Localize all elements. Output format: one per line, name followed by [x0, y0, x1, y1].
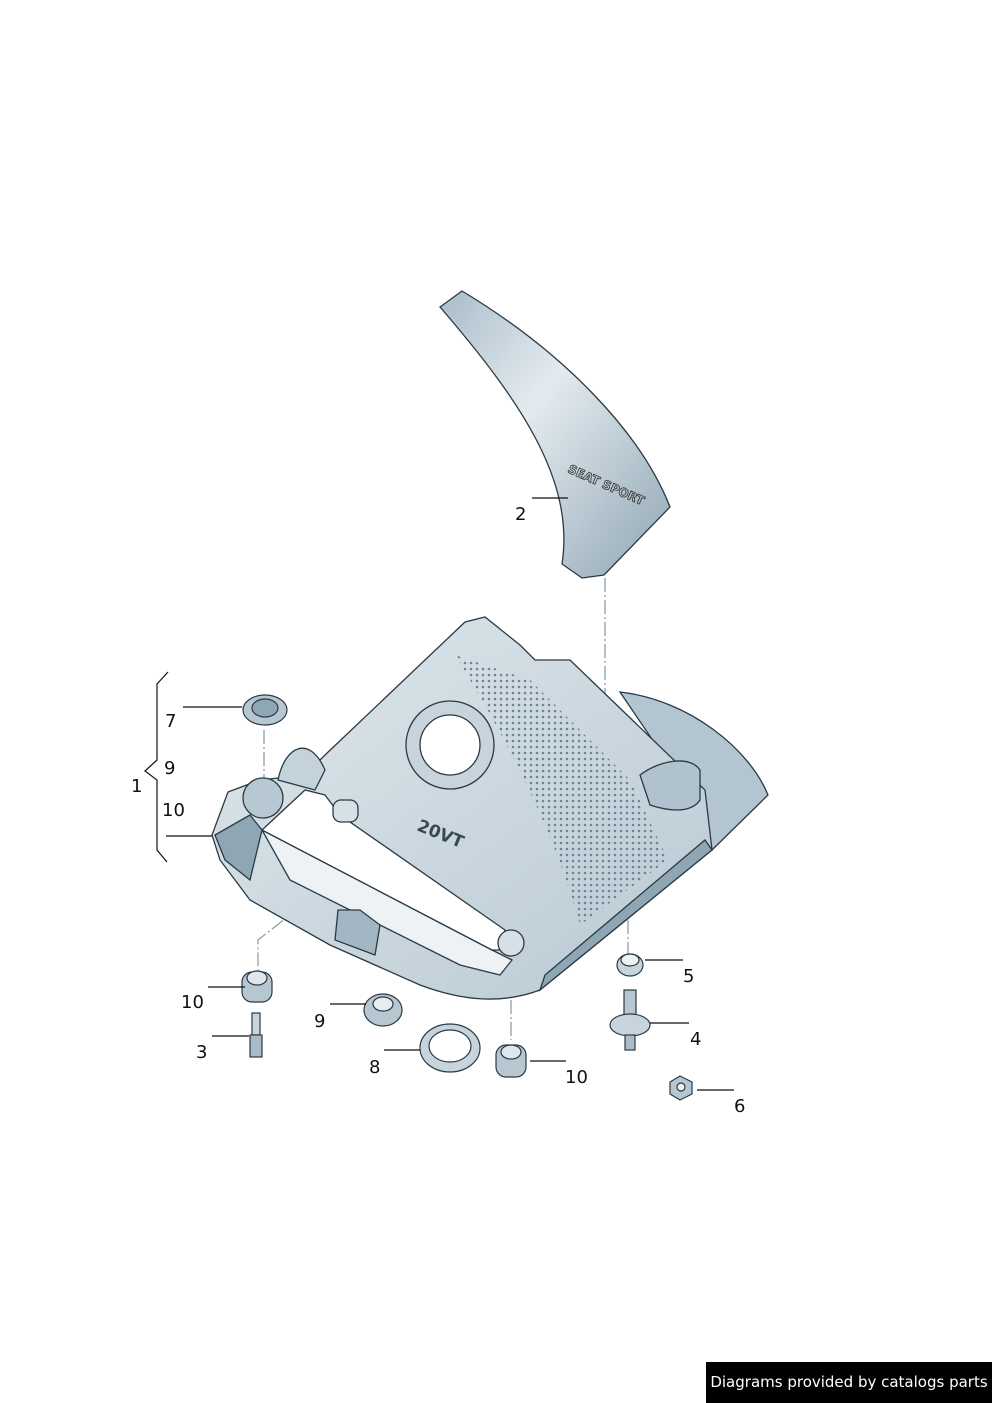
label-1: 1	[131, 776, 142, 797]
nut-part-6	[669, 1075, 693, 1101]
stud-part-4	[609, 989, 651, 1051]
small-parts	[241, 694, 693, 1101]
label-10-left: 10	[181, 992, 204, 1013]
label-8: 8	[369, 1057, 380, 1078]
clip-part-5	[616, 953, 644, 977]
leader-lines	[144, 497, 734, 1091]
label-10-bottom: 10	[565, 1067, 588, 1088]
label-10-bracket: 10	[162, 800, 185, 821]
label-5: 5	[683, 966, 694, 987]
ring-part-8	[419, 1023, 481, 1073]
label-4: 4	[690, 1029, 701, 1050]
footer-credit: Diagrams provided by catalogs parts	[706, 1362, 992, 1403]
grommet-part-10-bottom	[495, 1044, 527, 1078]
grommet-part-10-left	[241, 970, 273, 1003]
label-9-bracket: 9	[164, 758, 175, 779]
label-7: 7	[165, 711, 176, 732]
bolt-part-3	[249, 1012, 263, 1058]
bracket-part-1	[144, 671, 169, 863]
decal-part-2	[439, 290, 671, 579]
label-2: 2	[515, 504, 526, 525]
label-6: 6	[734, 1096, 745, 1117]
label-3: 3	[196, 1042, 207, 1063]
label-9: 9	[314, 1011, 325, 1032]
engine-cover-part-1	[211, 616, 769, 1000]
grommet-part-9	[363, 993, 403, 1027]
